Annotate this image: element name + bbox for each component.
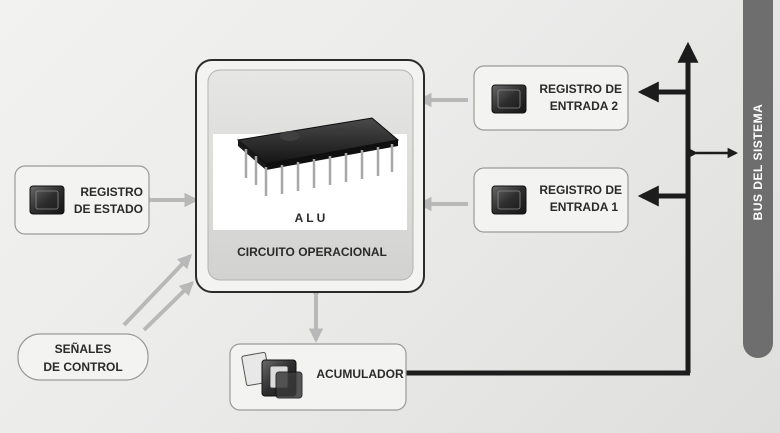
registro-entrada-2-box: REGISTRO DE ENTRADA 2	[473, 65, 629, 131]
alu-chip-label: A L U	[295, 211, 326, 225]
registro-entrada-2-line1: REGISTRO DE	[539, 82, 622, 96]
registro-estado-line2: DE ESTADO	[74, 202, 143, 216]
control-signal-arrow-2	[142, 280, 195, 332]
acumulador-box: ACUMULADOR	[229, 343, 407, 411]
registro-entrada-1-line1: REGISTRO DE	[539, 183, 622, 197]
registro-entrada-2-line2: ENTRADA 2	[550, 99, 619, 113]
chip-icon	[29, 185, 65, 215]
alu-chip-icon	[236, 117, 400, 196]
registro-entrada-1-line2: ENTRADA 1	[550, 200, 619, 214]
bus-connections	[404, 41, 739, 376]
alu-block: A L U CIRCUITO OPERACIONAL	[195, 59, 425, 293]
system-bus: BUS DEL SISTEMA	[743, 0, 773, 358]
registro-entrada-1-box: REGISTRO DE ENTRADA 1	[473, 167, 629, 233]
registro-estado-line1: REGISTRO	[80, 185, 143, 199]
chip-icon	[491, 84, 527, 114]
alu-title: CIRCUITO OPERACIONAL	[237, 245, 387, 259]
senales-control-line2: DE CONTROL	[43, 360, 122, 374]
system-bus-bar	[743, 0, 773, 358]
acumulador-label: ACUMULADOR	[316, 367, 404, 381]
senales-control-box: SEÑALES DE CONTROL	[17, 333, 149, 381]
senales-control-line1: SEÑALES	[55, 341, 112, 356]
system-bus-label: BUS DEL SISTEMA	[751, 104, 765, 221]
control-signal-arrow-1	[122, 253, 192, 327]
registro-estado-box: REGISTRO DE ESTADO	[14, 165, 150, 235]
internal-arrows	[122, 92, 468, 343]
accumulator-icon	[241, 351, 303, 399]
chip-icon	[491, 185, 527, 215]
